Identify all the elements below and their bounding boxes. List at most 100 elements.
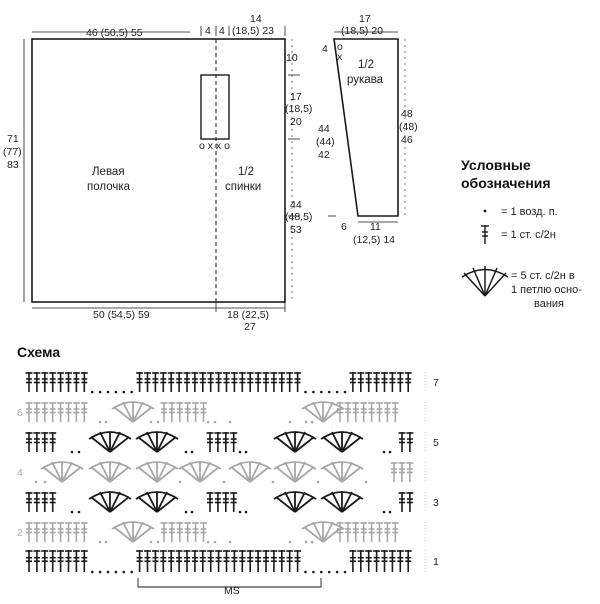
double-crochet-stitch xyxy=(72,372,80,392)
double-crochet-stitch xyxy=(41,550,49,572)
chain-stitch xyxy=(382,450,386,454)
double-crochet-stitch xyxy=(167,372,175,392)
legend-item3-c: вания xyxy=(534,298,564,310)
back-label-a: 1/2 xyxy=(238,166,254,178)
chain-stitch xyxy=(244,450,248,454)
legend-item2: = 1 ст. с/2н xyxy=(501,229,556,241)
double-crochet-stitch xyxy=(404,550,412,572)
chain-stitch xyxy=(304,390,307,394)
chain-stitch xyxy=(288,540,292,544)
shell-stitch xyxy=(273,431,317,453)
repeat-label: MS xyxy=(224,585,240,597)
chain-stitch xyxy=(104,420,108,424)
double-crochet-stitch xyxy=(230,492,238,512)
chain-stitch xyxy=(206,540,210,544)
double-crochet-stitch xyxy=(160,402,168,422)
chain-stitch xyxy=(98,390,102,394)
chain-stitch xyxy=(310,420,314,424)
chain-stitch xyxy=(98,570,102,574)
double-crochet-stitch xyxy=(391,522,399,542)
front-label-a: Левая xyxy=(92,166,125,178)
chain-stitch xyxy=(316,480,320,484)
scheme-title: Схема xyxy=(17,344,60,360)
double-crochet-stitch xyxy=(357,550,365,572)
shell-stitch xyxy=(320,431,364,453)
chain-stitch xyxy=(271,480,275,484)
double-crochet-stitch xyxy=(33,402,41,422)
double-crochet-stitch xyxy=(390,462,398,482)
double-crochet-stitch xyxy=(207,550,215,572)
double-crochet-stitch xyxy=(294,372,302,392)
shell-stitch xyxy=(135,461,179,483)
double-crochet-stitch xyxy=(175,372,183,392)
double-crochet-stitch xyxy=(254,372,262,392)
double-crochet-stitch xyxy=(33,522,41,542)
double-crochet-stitch xyxy=(286,550,294,572)
double-crochet-stitch xyxy=(357,372,365,392)
bottom-back-a: 18 (22,5) xyxy=(227,309,269,321)
shell-stitch xyxy=(301,401,345,423)
shell-stitch xyxy=(111,521,155,543)
double-crochet-stitch xyxy=(25,522,33,542)
chain-stitch xyxy=(190,450,194,454)
double-crochet-stitch xyxy=(207,372,215,392)
chain-stitch xyxy=(238,450,242,454)
sleeve-marks-o: o xyxy=(337,41,343,53)
double-crochet-stitch xyxy=(41,402,49,422)
sleeve-marks-x: x xyxy=(337,51,343,63)
chain-stitch xyxy=(114,390,118,394)
double-crochet-stitch xyxy=(80,402,88,422)
double-crochet-stitch xyxy=(336,402,344,422)
chain-stitch xyxy=(304,420,308,424)
double-crochet-stitch xyxy=(184,522,192,542)
chain-stitch xyxy=(213,540,217,544)
double-crochet-stitch xyxy=(41,492,49,512)
body-schematic xyxy=(23,26,300,312)
armhole-opening xyxy=(200,74,230,140)
legend: Условные обозначения = 1 возд. п. = 1 ст… xyxy=(461,157,582,310)
shell-stitch xyxy=(178,461,222,483)
chain-stitch xyxy=(320,390,323,394)
double-crochet-stitch xyxy=(25,432,33,452)
double-crochet-stitch xyxy=(368,522,376,542)
chain-stitch xyxy=(90,390,94,394)
double-crochet-stitch xyxy=(376,522,383,542)
double-crochet-stitch xyxy=(404,372,412,392)
top-width-label: 46 (50,5) 55 xyxy=(86,27,143,39)
chain-stitch xyxy=(77,510,81,514)
row-number: 6 xyxy=(17,407,23,419)
double-crochet-stitch xyxy=(352,402,360,422)
legend-item1: = 1 возд. п. xyxy=(501,206,558,218)
double-crochet-stitch xyxy=(167,550,175,572)
back-label-b: спинки xyxy=(225,181,261,193)
double-crochet-stitch xyxy=(383,402,391,422)
double-crochet-stitch xyxy=(200,402,207,422)
double-crochet-stitch xyxy=(144,372,151,392)
chain-stitch xyxy=(98,420,102,424)
chain-stitch xyxy=(156,540,160,544)
legend-item3-b: 1 петлю осно- xyxy=(511,284,582,296)
double-crochet-stitch xyxy=(383,522,391,542)
top-four-a: 4 xyxy=(205,25,211,37)
double-crochet-stitch xyxy=(278,372,286,392)
double-crochet-stitch xyxy=(151,372,159,392)
sleeve-outline xyxy=(333,38,399,217)
double-crochet-stitch xyxy=(365,550,373,572)
right-seventeen-c: 20 xyxy=(290,116,302,128)
shell-stitch xyxy=(135,491,179,513)
shell-stitch xyxy=(40,461,84,483)
double-crochet-stitch xyxy=(72,402,80,422)
sleeve-left-a: 44 xyxy=(318,123,330,135)
double-crochet-stitch xyxy=(373,372,381,392)
left-height-c: 83 xyxy=(7,159,19,171)
chain-stitch xyxy=(106,390,110,394)
double-crochet-stitch xyxy=(49,432,57,452)
double-crochet-stitch xyxy=(365,372,373,392)
double-crochet-stitch xyxy=(238,550,246,572)
double-crochet-stitch xyxy=(159,372,167,392)
chain-stitch xyxy=(320,570,323,574)
front-label-b: полочка xyxy=(87,181,131,193)
double-crochet-stitch xyxy=(373,550,381,572)
